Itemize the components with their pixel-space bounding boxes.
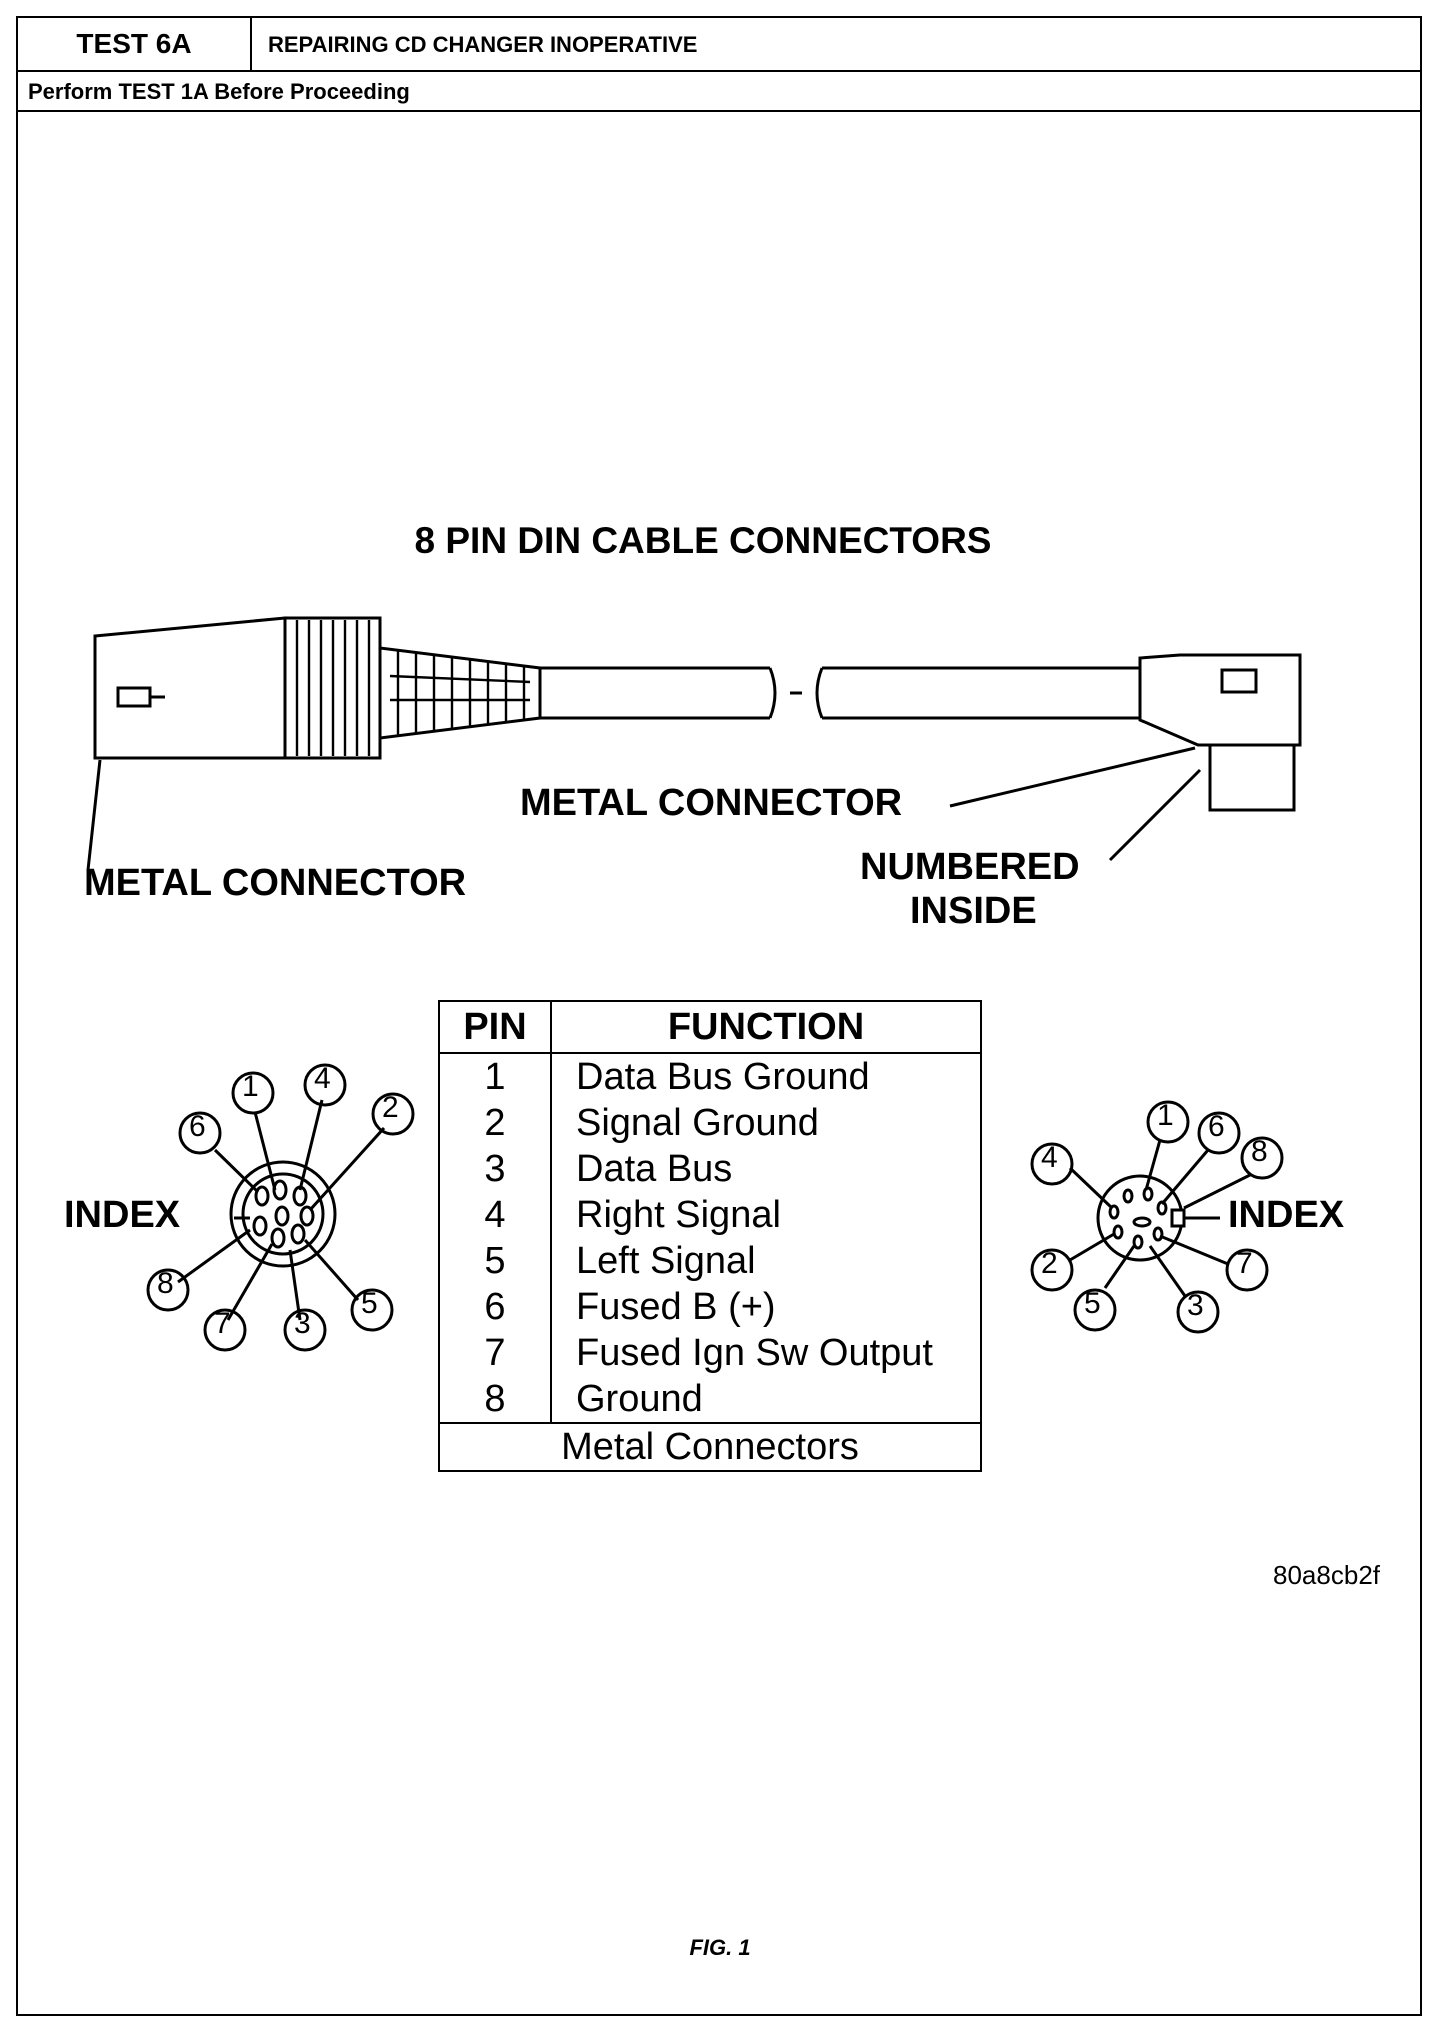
pin-number-5-right: 5 xyxy=(1084,1287,1101,1320)
pin-number-2-left: 2 xyxy=(382,1091,399,1124)
index-label-left: INDEX xyxy=(64,1194,181,1236)
callout-numbered-inside-1: NUMBERED xyxy=(860,846,1080,888)
function-cell: Data Bus Ground xyxy=(576,1056,870,1098)
pin-number-6-left: 6 xyxy=(189,1110,206,1143)
test-title: REPAIRING CD CHANGER INOPERATIVE xyxy=(268,32,698,57)
pin-cell: 2 xyxy=(484,1102,506,1144)
pin-cell: 7 xyxy=(484,1332,506,1374)
pin-number-8-left: 8 xyxy=(157,1267,174,1300)
pin-cell: 4 xyxy=(484,1194,506,1236)
pin-cell: 1 xyxy=(484,1056,506,1098)
pin-column-header: PIN xyxy=(440,1002,552,1052)
pin-number-1-left: 1 xyxy=(242,1070,259,1103)
table-header-row: PIN FUNCTION xyxy=(440,1002,980,1054)
function-cell: Fused Ign Sw Output xyxy=(576,1332,933,1374)
function-cell: Left Signal xyxy=(576,1240,756,1282)
pin-number-3-right: 3 xyxy=(1187,1289,1204,1322)
function-cell: Signal Ground xyxy=(576,1102,819,1144)
pin-cell: 6 xyxy=(484,1286,506,1328)
prerequisite-note: Perform TEST 1A Before Proceeding xyxy=(28,79,410,104)
pin-cell: 8 xyxy=(484,1378,506,1420)
pin-number-2-right: 2 xyxy=(1041,1247,1058,1280)
header-row: TEST 6A REPAIRING CD CHANGER INOPERATIVE xyxy=(18,18,1420,72)
pin-column: 1 2 3 4 5 6 7 8 xyxy=(440,1054,552,1422)
pin-number-4-right: 4 xyxy=(1041,1141,1058,1174)
callout-numbered-inside-2: INSIDE xyxy=(910,890,1037,932)
diagram-title: 8 PIN DIN CABLE CONNECTORS xyxy=(414,520,992,561)
pin-cell: 3 xyxy=(484,1148,506,1190)
prerequisite-row: Perform TEST 1A Before Proceeding xyxy=(18,72,1420,112)
pin-function-table: PIN FUNCTION 1 2 3 4 5 6 7 8 Data Bus Gr… xyxy=(438,1000,982,1472)
pin-number-5-left: 5 xyxy=(361,1287,378,1320)
pin-number-1-right: 1 xyxy=(1157,1099,1174,1132)
pin-number-7-right: 7 xyxy=(1236,1247,1253,1280)
test-id: TEST 6A xyxy=(18,18,252,70)
pin-number-7-left: 7 xyxy=(214,1307,231,1340)
index-label-right: INDEX xyxy=(1228,1194,1345,1236)
callout-metal-connector-left: METAL CONNECTOR xyxy=(84,862,467,904)
table-body: 1 2 3 4 5 6 7 8 Data Bus Ground Signal G… xyxy=(440,1054,980,1424)
pin-number-6-right: 6 xyxy=(1208,1110,1225,1143)
table-footer: Metal Connectors xyxy=(561,1426,859,1468)
function-column: Data Bus Ground Signal Ground Data Bus R… xyxy=(552,1054,980,1422)
pin-number-3-left: 3 xyxy=(294,1307,311,1340)
pin-cell: 5 xyxy=(484,1240,506,1282)
callout-metal-connector-right: METAL CONNECTOR xyxy=(520,782,903,824)
pin-number-4-left: 4 xyxy=(314,1062,331,1095)
function-cell: Fused B (+) xyxy=(576,1286,776,1328)
function-column-header: FUNCTION xyxy=(667,1006,865,1048)
figure-caption: FIG. 1 xyxy=(689,1935,751,1960)
page-frame: TEST 6A REPAIRING CD CHANGER INOPERATIVE… xyxy=(16,16,1422,2016)
figure-code: 80a8cb2f xyxy=(1273,1560,1380,1590)
pin-number-8-right: 8 xyxy=(1251,1135,1268,1168)
function-cell: Ground xyxy=(576,1378,703,1420)
function-cell: Right Signal xyxy=(576,1194,781,1236)
function-cell: Data Bus xyxy=(576,1148,733,1190)
